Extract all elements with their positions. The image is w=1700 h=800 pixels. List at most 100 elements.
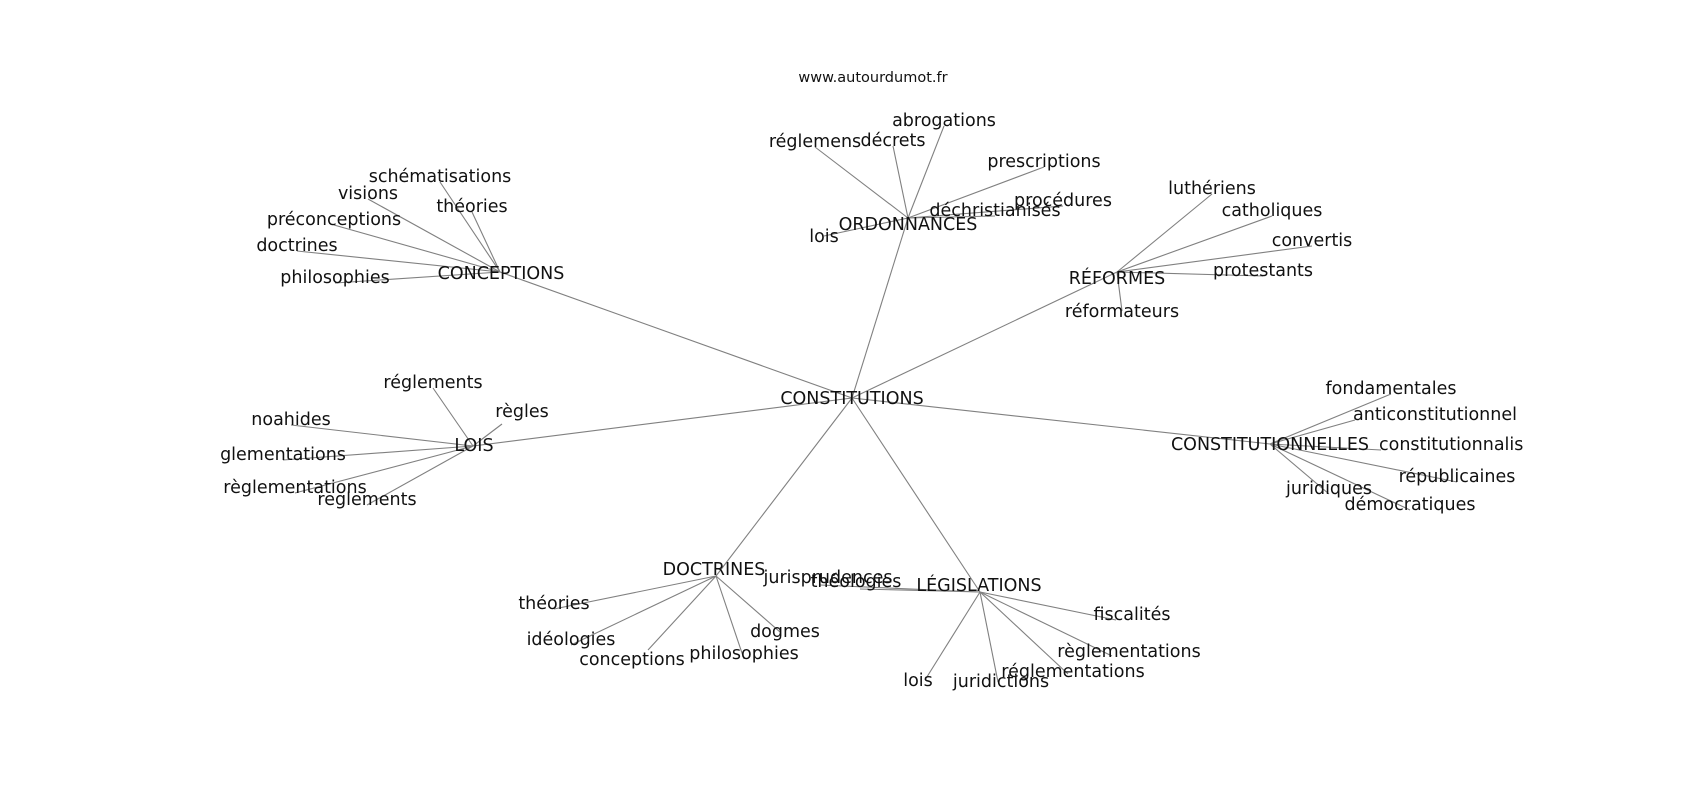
edge-center-doctrines: [715, 397, 853, 577]
word-node-conceptions-0: schématisations: [369, 167, 512, 187]
edge-reformes-1: [1116, 215, 1273, 273]
edge-doctrines-4: [715, 575, 781, 633]
word-node-reformes-0: luthériens: [1168, 179, 1256, 199]
word-node-ordonnances-1: décrets: [860, 131, 925, 151]
word-node-lois-2: noahides: [251, 410, 330, 430]
edge-center-lois: [472, 397, 853, 447]
edge-constitutionnelles-2: [1269, 443, 1382, 451]
edge-ordonnances-1: [892, 145, 909, 219]
edge-center-reformes: [851, 271, 1118, 399]
labels: www.autourdumot.fr CONSTITUTIONS ORDONNA…: [220, 70, 1523, 692]
cluster-node-lois: LOIS: [454, 436, 493, 456]
word-node-constitutionnelles-2: constitutionnalis: [1379, 435, 1523, 455]
word-node-doctrines-2: conceptions: [579, 650, 685, 670]
word-node-legislations-6: lois: [903, 671, 933, 691]
edge-constitutionnelles-0: [1269, 393, 1392, 445]
edge-ordonnances-4: [907, 205, 1064, 219]
word-node-reformes-1: catholiques: [1222, 201, 1323, 221]
edge-legislations-2: [979, 591, 1117, 621]
edge-conceptions-1: [367, 198, 501, 273]
edge-conceptions-5: [334, 271, 501, 284]
edge-ordonnances-6: [823, 217, 909, 237]
word-node-reformes-3: protestants: [1213, 261, 1313, 281]
edge-center-conceptions: [499, 271, 853, 399]
word-node-constitutionnelles-5: démocratiques: [1345, 495, 1476, 515]
word-node-constitutionnelles-1: anticonstitutionnel: [1353, 405, 1517, 425]
cluster-node-conceptions: CONCEPTIONS: [438, 264, 565, 284]
word-node-conceptions-5: philosophies: [280, 268, 389, 288]
edge-constitutionnelles-1: [1269, 419, 1356, 445]
word-node-constitutionnelles-3: républicaines: [1399, 467, 1516, 487]
word-node-reformes-4: réformateurs: [1065, 302, 1179, 322]
edge-lois-3: [282, 445, 474, 461]
word-node-lois-3: glementations: [220, 445, 346, 465]
edge-lois-2: [290, 424, 474, 447]
edge-doctrines-0: [553, 575, 717, 610]
edge-reformes-2: [1116, 245, 1313, 273]
edge-center-constitutionnelles: [851, 397, 1271, 445]
edge-reformes-4: [1116, 271, 1123, 312]
word-node-constitutionnelles-4: juridiques: [1285, 479, 1372, 499]
edge-center-ordonnances: [851, 217, 909, 399]
edge-ordonnances-5: [907, 215, 996, 219]
edge-legislations-4: [979, 591, 1069, 675]
word-node-lois-5: reglements: [317, 490, 416, 510]
word-node-legislations-1: théologies: [811, 572, 902, 592]
word-node-constitutionnelles-0: fondamentales: [1325, 379, 1456, 399]
word-node-ordonnances-0: abrogations: [892, 111, 996, 131]
word-node-ordonnances-5: déchristianisés: [929, 201, 1060, 221]
edge-ordonnances-2: [814, 146, 909, 219]
edge-legislations-3: [979, 591, 1113, 657]
cluster-node-reformes: RÉFORMES: [1069, 267, 1165, 289]
edge-doctrines-1: [570, 575, 717, 646]
edge-doctrines-2: [647, 575, 717, 651]
word-node-legislations-3: règlementations: [1057, 642, 1200, 662]
edge-constitutionnelles-3: [1269, 443, 1458, 483]
edge-lois-1: [472, 423, 503, 447]
edge-constitutionnelles-5: [1269, 443, 1411, 511]
word-node-conceptions-1: visions: [338, 184, 398, 204]
word-node-legislations-5: juridictions: [952, 672, 1049, 692]
edge-legislations-5: [979, 591, 999, 683]
word-node-doctrines-1: idéologies: [527, 630, 616, 650]
word-node-ordonnances-3: prescriptions: [987, 152, 1100, 172]
edge-conceptions-4: [296, 250, 501, 273]
word-node-lois-1: règles: [495, 402, 548, 422]
watermark-text: www.autourdumot.fr: [798, 70, 947, 86]
cluster-node-legislations: LÉGISLATIONS: [916, 574, 1041, 596]
edges: [282, 125, 1458, 683]
edge-ordonnances-0: [907, 125, 945, 219]
word-node-lois-0: réglements: [383, 373, 482, 393]
cluster-node-constitutionnelles: CONSTITUTIONNELLES: [1171, 435, 1369, 455]
edge-doctrines-3: [715, 575, 745, 660]
word-node-ordonnances-4: procédures: [1014, 191, 1112, 211]
word-node-conceptions-2: théories: [436, 197, 507, 217]
cluster-node-ordonnances: ORDONNANCES: [839, 215, 978, 235]
edge-conceptions-0: [439, 181, 501, 273]
edge-center-legislations: [851, 397, 981, 593]
word-node-legislations-4: réglementations: [1001, 662, 1144, 682]
word-node-doctrines-3: philosophies: [689, 644, 798, 664]
edge-legislations-6: [924, 591, 981, 681]
center-node-label: CONSTITUTIONS: [780, 389, 923, 409]
edge-legislations-1: [859, 588, 981, 593]
word-node-lois-4: règlementations: [223, 478, 366, 498]
word-node-ordonnances-6: lois: [809, 227, 839, 247]
edge-lois-0: [432, 387, 474, 447]
edge-reformes-3: [1116, 271, 1264, 277]
edge-constitutionnelles-4: [1269, 443, 1330, 495]
edge-conceptions-3: [333, 224, 501, 273]
edge-conceptions-2: [471, 211, 501, 273]
edge-lois-5: [366, 445, 474, 506]
word-node-reformes-2: convertis: [1272, 231, 1353, 251]
edge-lois-4: [294, 445, 474, 494]
cluster-node-doctrines: DOCTRINES: [663, 560, 766, 580]
word-node-conceptions-3: préconceptions: [267, 210, 401, 230]
word-node-legislations-2: fiscalités: [1094, 605, 1171, 625]
word-node-doctrines-4: dogmes: [750, 622, 820, 642]
edge-ordonnances-3: [907, 166, 1045, 219]
word-node-ordonnances-2: réglemens: [769, 132, 861, 152]
word-node-doctrines-0: théories: [518, 594, 589, 614]
word-node-legislations-0: jurisprudences: [763, 568, 893, 588]
